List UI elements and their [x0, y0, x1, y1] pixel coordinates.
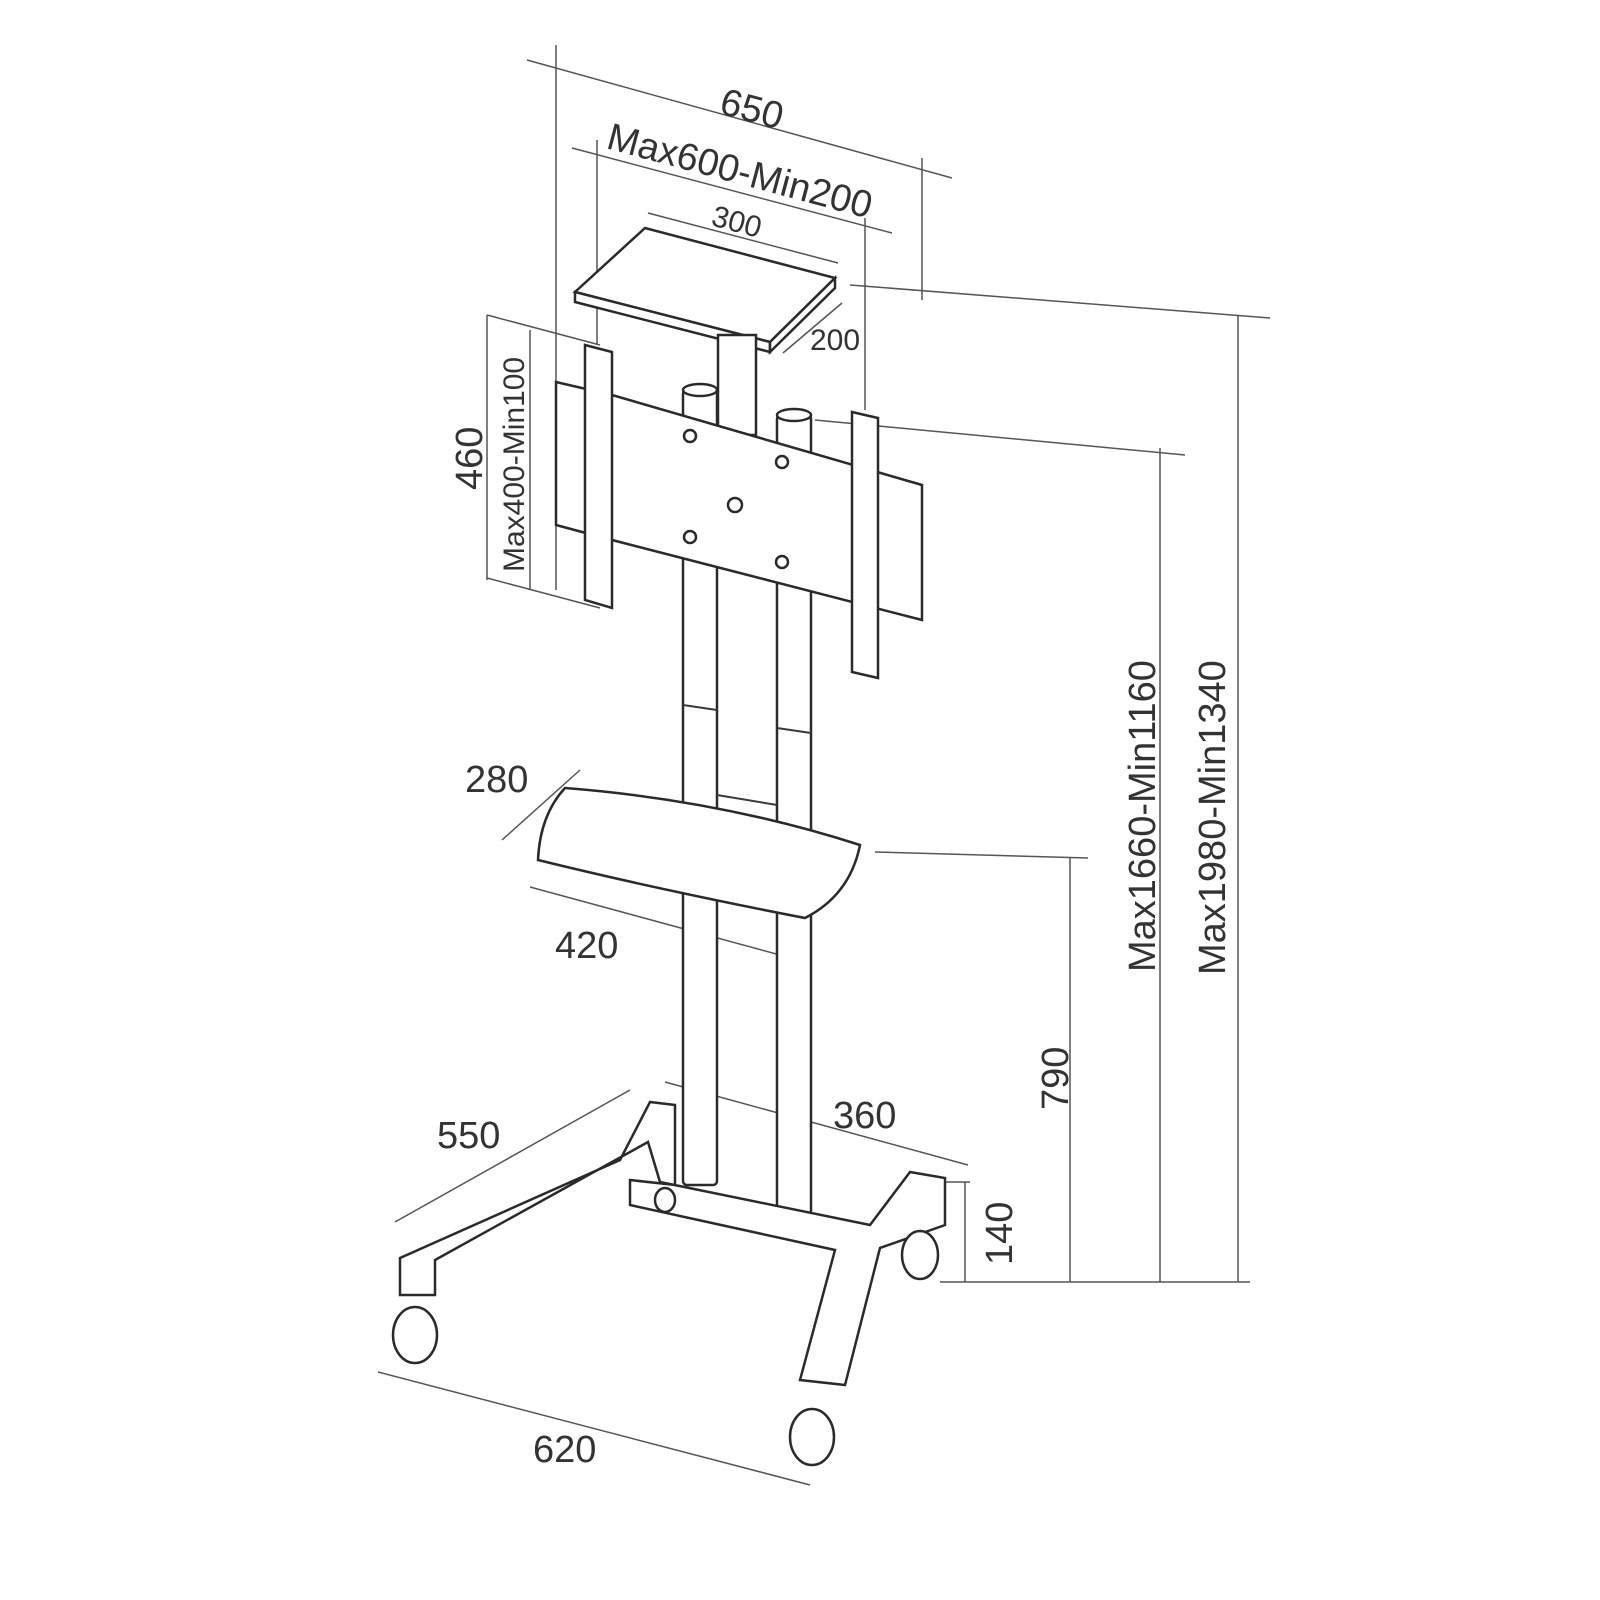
caster-rear-right	[900, 1229, 940, 1281]
dim-line-620	[377, 1371, 811, 1486]
dim-line-300	[647, 212, 839, 264]
right-vesa-arm	[850, 410, 880, 680]
left-vesa-arm	[583, 343, 614, 610]
label-overall-width: 650	[716, 81, 788, 138]
dim-line-200	[782, 302, 843, 354]
label-top-tray-depth: 200	[810, 324, 860, 357]
dimension-lines	[377, 45, 1271, 1486]
right-post-joint	[776, 727, 812, 734]
cart-base	[398, 1100, 947, 1387]
dim-line-vesa-h	[571, 147, 893, 234]
bolt	[682, 529, 698, 545]
label-top-tray-width: 300	[708, 200, 765, 245]
bolt	[774, 454, 790, 470]
label-vesa-vertical: Max400-Min100	[498, 357, 531, 572]
label-bracket-height: 460	[449, 427, 491, 490]
right-post-cap	[775, 407, 813, 423]
ext-line-460-top	[486, 314, 601, 346]
ext-line-top	[849, 284, 1271, 319]
label-overall-height: Max1980-Min1340	[1192, 660, 1234, 975]
label-shelf-depth: 280	[465, 759, 528, 801]
glass-shelf	[536, 786, 862, 920]
bolt	[774, 554, 790, 570]
dim-line-420	[529, 886, 781, 956]
caster-rear-left	[653, 1186, 677, 1214]
crossbar	[716, 794, 778, 806]
bolt	[682, 428, 698, 444]
label-base-depth: 550	[437, 1115, 500, 1157]
left-post-joint	[682, 704, 718, 711]
left-post-cap	[681, 382, 719, 398]
dim-line-650	[526, 59, 953, 179]
caster-front-left	[391, 1305, 439, 1365]
ext-line-shelf	[874, 851, 1089, 859]
caster-front-right	[788, 1407, 836, 1467]
center-bolt	[726, 496, 744, 514]
label-base-inner-width: 360	[833, 1095, 896, 1137]
tray-support	[716, 333, 758, 437]
label-base-height: 140	[979, 1202, 1021, 1265]
dim-line-280	[501, 769, 581, 841]
ext-line-460-bottom	[486, 577, 601, 609]
label-mount-height: Max1660-Min1160	[1122, 660, 1164, 972]
top-tray-side	[768, 275, 837, 355]
label-base-width: 620	[533, 1429, 596, 1471]
label-shelf-width: 420	[555, 925, 618, 967]
dim-line-550	[394, 1089, 631, 1223]
label-shelf-height: 790	[1035, 1047, 1077, 1110]
tv-cart-drawing	[391, 226, 947, 1467]
